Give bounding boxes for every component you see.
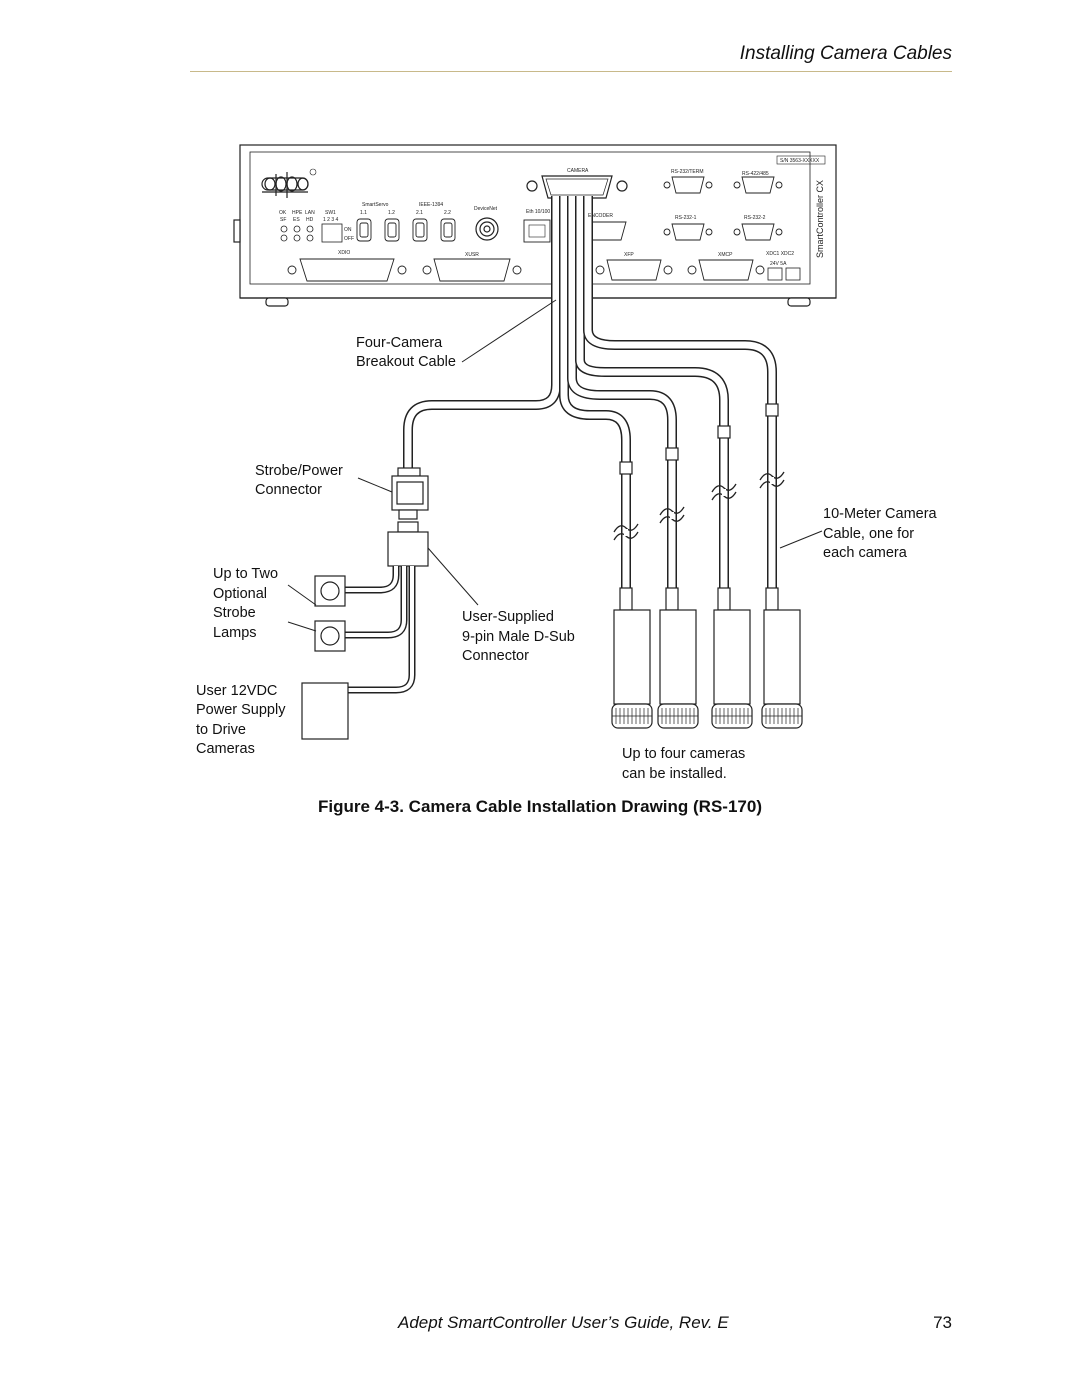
svg-text:XUSR: XUSR <box>465 252 479 258</box>
svg-text:Up to four cameras: Up to four cameras <box>622 746 745 762</box>
callout-camera-cable: 10-Meter Camera Cable, one for each came… <box>823 506 938 561</box>
xusr-port <box>422 258 522 282</box>
figure-caption: Figure 4-3. Camera Cable Installation Dr… <box>317 797 762 816</box>
status-leds <box>280 225 314 242</box>
svg-text:XDIO: XDIO <box>338 250 350 256</box>
svg-text:to Drive: to Drive <box>196 722 246 738</box>
rs232-2-port <box>733 223 783 241</box>
rs232-term-port <box>663 176 713 194</box>
svg-text:Optional: Optional <box>213 586 267 602</box>
xdc-ports <box>767 267 801 281</box>
svg-text:Connector: Connector <box>462 648 529 664</box>
xmcp-port <box>687 259 765 281</box>
svg-text:XDC1 XDC2: XDC1 XDC2 <box>766 251 794 257</box>
svg-text:Power Supply: Power Supply <box>196 702 286 718</box>
svg-text:ON: ON <box>344 227 352 233</box>
svg-text:RS-232-1: RS-232-1 <box>675 215 697 221</box>
page-number: 73 <box>933 1313 952 1332</box>
svg-text:RS-232-2: RS-232-2 <box>744 215 766 221</box>
svg-text:Lamps: Lamps <box>213 625 257 641</box>
svg-text:9-pin Male D-Sub: 9-pin Male D-Sub <box>462 629 575 645</box>
svg-text:XMCP: XMCP <box>718 252 733 258</box>
svg-text:User 12VDC: User 12VDC <box>196 683 277 699</box>
svg-text:Strobe/Power: Strobe/Power <box>255 463 343 479</box>
smartcontroller-chassis <box>233 144 837 307</box>
svg-text:Cameras: Cameras <box>196 741 255 757</box>
svg-text:RS-232/TERM: RS-232/TERM <box>671 169 704 175</box>
svg-text:1.2: 1.2 <box>388 210 395 216</box>
callout-power-supply: User 12VDC Power Supply to Drive Cameras <box>196 683 286 757</box>
footer-title: Adept SmartController User’s Guide, Rev.… <box>398 1313 729 1332</box>
xdio-port <box>287 258 407 282</box>
smartservo-ports <box>356 218 456 242</box>
svg-text:each camera: each camera <box>823 545 908 561</box>
callout-dsub: User-Supplied 9-pin Male D-Sub Connector <box>462 609 575 664</box>
svg-text:SF: SF <box>280 217 286 223</box>
svg-text:can be installed.: can be installed. <box>622 766 727 782</box>
svg-text:Four-Camera: Four-Camera <box>356 335 443 351</box>
four-camera-breakout-cable <box>403 196 777 600</box>
svg-text:S/N 3563-XXXXX: S/N 3563-XXXXX <box>780 158 820 164</box>
dip-switch <box>321 223 343 243</box>
callout-strobe-lamps: Up to Two Optional Strobe Lamps <box>213 566 278 641</box>
svg-text:Up to Two: Up to Two <box>213 566 278 582</box>
strobe-lamps <box>314 575 346 652</box>
svg-text:SW1: SW1 <box>325 210 336 216</box>
cable-break-marks <box>613 471 785 541</box>
ethernet-port <box>523 219 551 243</box>
svg-text:2.1: 2.1 <box>416 210 423 216</box>
camera-cable-diagram: S/N 3563-XXXXX CAMERA RS-232/TERM RS-422… <box>196 144 938 782</box>
svg-text:Cable, one for: Cable, one for <box>823 526 914 542</box>
strobe-power-wires <box>343 566 416 694</box>
svg-text:ENCODER: ENCODER <box>588 213 613 219</box>
power-supply-box <box>301 682 349 740</box>
svg-text:OK: OK <box>279 210 287 216</box>
svg-text:1.1: 1.1 <box>360 210 367 216</box>
svg-text:SmartServo: SmartServo <box>362 202 389 208</box>
svg-text:RS-422/485: RS-422/485 <box>742 171 769 177</box>
svg-text:OFF: OFF <box>344 236 354 242</box>
adept-logo-icon <box>261 168 317 198</box>
header-title: Installing Camera Cables <box>739 43 952 64</box>
svg-text:2.2: 2.2 <box>444 210 451 216</box>
devicenet-port <box>475 217 499 241</box>
svg-text:10-Meter Camera: 10-Meter Camera <box>823 506 938 522</box>
rs422-port <box>733 176 783 194</box>
svg-text:CAMERA: CAMERA <box>567 168 589 174</box>
xfp-port <box>595 259 673 281</box>
callout-breakout: Four-Camera Breakout Cable <box>356 335 456 370</box>
svg-text:Eth 10/100: Eth 10/100 <box>526 209 550 215</box>
svg-text:Strobe: Strobe <box>213 605 256 621</box>
strobe-power-connector <box>391 467 429 520</box>
cable-ferrules <box>619 403 779 611</box>
camera-port <box>526 175 628 199</box>
svg-text:DeviceNet: DeviceNet <box>474 206 498 212</box>
svg-text:LAN: LAN <box>305 210 315 216</box>
callout-strobe-power: Strobe/Power Connector <box>255 463 343 498</box>
svg-text:User-Supplied: User-Supplied <box>462 609 554 625</box>
svg-text:HD: HD <box>306 217 314 223</box>
svg-text:Breakout Cable: Breakout Cable <box>356 354 456 370</box>
camera-units <box>613 609 801 705</box>
callout-cameras: Up to four cameras can be installed. <box>622 746 745 782</box>
svg-text:1 2 3 4: 1 2 3 4 <box>323 217 339 223</box>
chassis-labels: S/N 3563-XXXXX CAMERA RS-232/TERM RS-422… <box>279 158 825 267</box>
svg-text:ES: ES <box>293 217 300 223</box>
svg-text:IEEE-1394: IEEE-1394 <box>419 202 443 208</box>
svg-text:XFP: XFP <box>624 252 634 258</box>
user-dsub-connector <box>387 521 429 567</box>
svg-text:24V 5A: 24V 5A <box>770 261 787 267</box>
svg-text:Connector: Connector <box>255 482 322 498</box>
header-rule <box>190 71 952 72</box>
rs232-1-port <box>663 223 713 241</box>
leader-lines <box>287 299 823 632</box>
product-name: SmartController CX <box>815 180 825 258</box>
svg-text:HPE: HPE <box>292 210 303 216</box>
